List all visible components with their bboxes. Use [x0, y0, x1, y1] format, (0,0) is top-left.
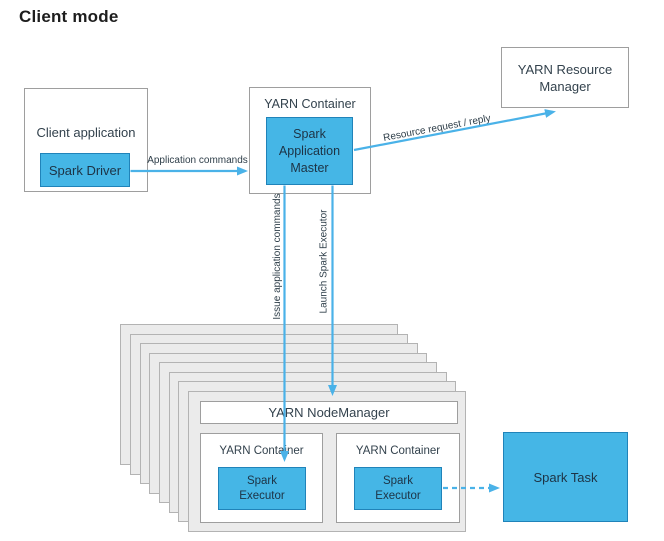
yarn-container-right-title: YARN Container: [355, 445, 441, 457]
yarn-container-top-box: YARN Container Spark Application Master: [249, 87, 371, 194]
worker-node-sheet: YARN NodeManager YARN Container Spark Ex…: [188, 391, 466, 532]
yarn-resource-manager-box: YARN Resource Manager: [501, 47, 629, 108]
yarn-container-right-box: YARN Container Spark Executor: [336, 433, 460, 523]
yarn-container-top-title: YARN Container: [264, 97, 356, 111]
yarn-resource-manager-title: YARN Resource Manager: [517, 61, 613, 94]
yarn-nodemanager-box: YARN NodeManager: [200, 401, 458, 424]
spark-application-master-box: Spark Application Master: [266, 117, 353, 185]
page-title: Client mode: [19, 7, 119, 26]
application-commands-label: Application commands: [147, 155, 248, 166]
yarn-container-left-title: YARN Container: [219, 445, 304, 457]
yarn-nodemanager-label: YARN NodeManager: [268, 405, 390, 420]
issue-application-commands-label: Issue application commands: [272, 193, 283, 320]
client-application-title: Client application: [36, 125, 136, 140]
launch-spark-executor-label: Launch Spark Executor: [318, 209, 330, 314]
yarn-container-left-box: YARN Container Spark Executor: [200, 433, 323, 523]
client-application-box: Client application Spark Driver: [24, 88, 148, 192]
spark-driver-box: Spark Driver: [40, 153, 130, 187]
spark-executor-left-label: Spark Executor: [239, 474, 285, 502]
spark-executor-left-box: Spark Executor: [218, 467, 306, 510]
spark-executor-right-label: Spark Executor: [375, 474, 421, 502]
resource-request-label: Resource request / reply: [382, 113, 492, 144]
spark-application-master-label: Spark Application Master: [278, 126, 341, 175]
spark-task-box: Spark Task: [503, 432, 628, 522]
spark-executor-right-box: Spark Executor: [354, 467, 442, 510]
